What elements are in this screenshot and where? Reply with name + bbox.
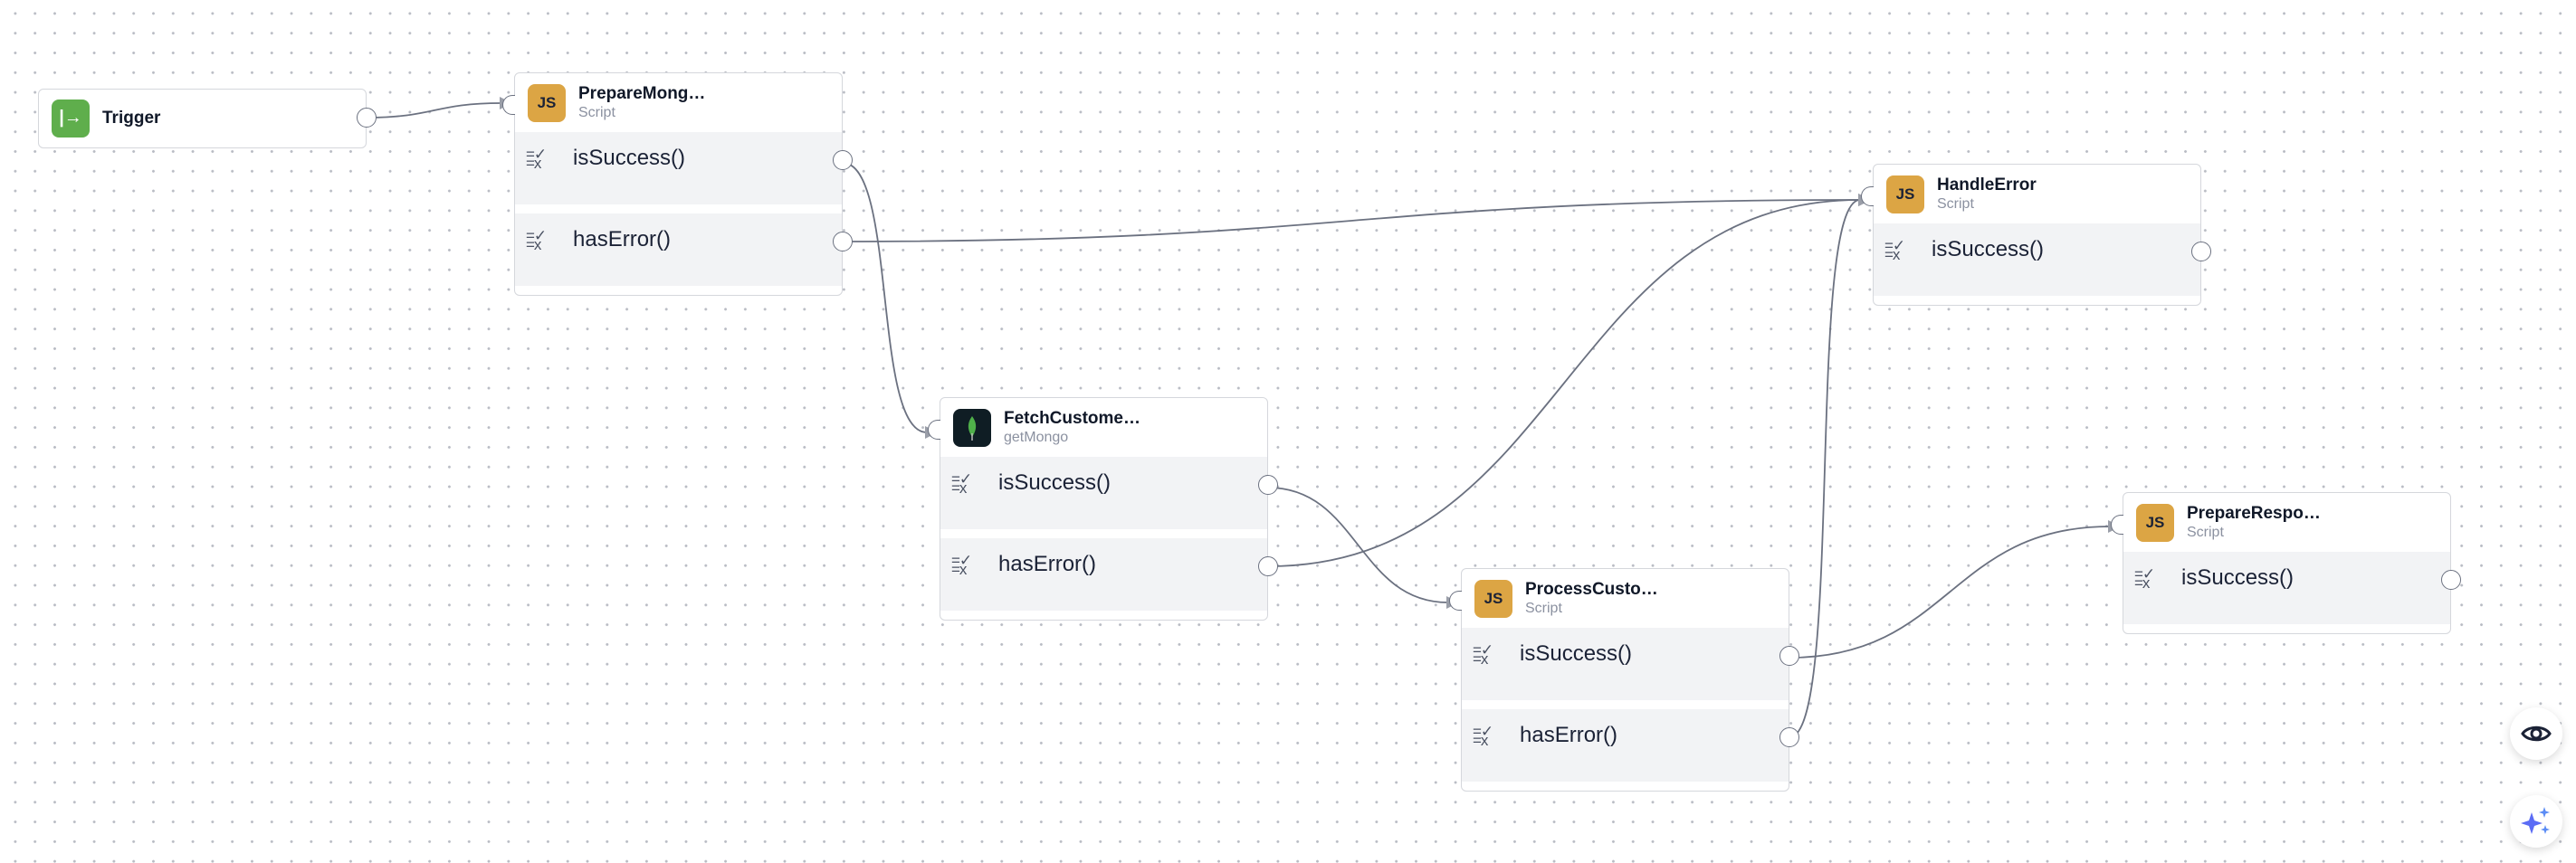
node-title: PrepareRespo…: [2187, 503, 2321, 523]
condition-check-icon: =✓=x: [526, 227, 547, 253]
connection-edge: [1267, 199, 1861, 567]
ai-assistant-button[interactable]: [2510, 795, 2562, 848]
node-subtitle: Script: [1937, 195, 1974, 212]
input-handle[interactable]: [2111, 515, 2123, 535]
condition-check-icon: =✓=x: [2134, 565, 2155, 592]
javascript-icon: JS: [1886, 175, 1924, 213]
output-handle[interactable]: [2441, 570, 2461, 590]
sparkle-icon: [2521, 807, 2550, 834]
condition-check-icon: =✓=x: [1473, 723, 1493, 749]
node-subtitle: getMongo: [1004, 429, 1069, 445]
input-handle[interactable]: [1861, 186, 1874, 206]
node-subtitle: Script: [2187, 524, 2224, 540]
mongo-leaf-icon: [953, 408, 991, 447]
eye-icon: [2521, 725, 2552, 742]
input-handle[interactable]: [928, 420, 940, 440]
node-subtitle: Script: [1525, 600, 1562, 616]
condition-check-icon: =✓=x: [951, 552, 972, 578]
condition-check-icon: =✓=x: [1884, 237, 1905, 263]
trigger-node[interactable]: |→ Trigger: [38, 89, 377, 148]
output-handle[interactable]: [1258, 475, 1278, 495]
connection-edge: [1267, 487, 1449, 603]
view-toggle-button[interactable]: [2510, 707, 2562, 760]
output-handle[interactable]: [357, 108, 377, 128]
javascript-icon: JS: [1474, 579, 1512, 618]
condition-check-icon: =✓=x: [1473, 641, 1493, 668]
output-handle[interactable]: [1779, 646, 1799, 666]
input-handle[interactable]: [502, 95, 515, 115]
node-title: FetchCustome…: [1004, 408, 1140, 428]
javascript-icon: JS: [2136, 503, 2174, 542]
connection-edge: [842, 199, 1861, 242]
condition-check-icon: =✓=x: [951, 470, 972, 497]
output-handle[interactable]: [833, 150, 853, 170]
node-subtitle: Script: [578, 104, 615, 120]
output-handle[interactable]: [1779, 727, 1799, 747]
node-title: ProcessCusto…: [1525, 579, 1658, 599]
connection-edge: [1789, 526, 2111, 659]
connection-edge: [1789, 199, 1861, 738]
trigger-arrow-icon: |→: [52, 99, 90, 138]
connection-edge: [366, 102, 502, 119]
output-handle[interactable]: [1258, 556, 1278, 576]
condition-check-icon: =✓=x: [526, 146, 547, 172]
output-handle[interactable]: [2191, 242, 2211, 261]
output-handle[interactable]: [833, 232, 853, 251]
input-handle[interactable]: [1449, 591, 1462, 611]
node-title: PrepareMong…: [578, 83, 706, 103]
node-title: HandleError: [1937, 175, 2037, 194]
connection-edge: [842, 162, 928, 433]
javascript-icon: JS: [528, 83, 566, 122]
